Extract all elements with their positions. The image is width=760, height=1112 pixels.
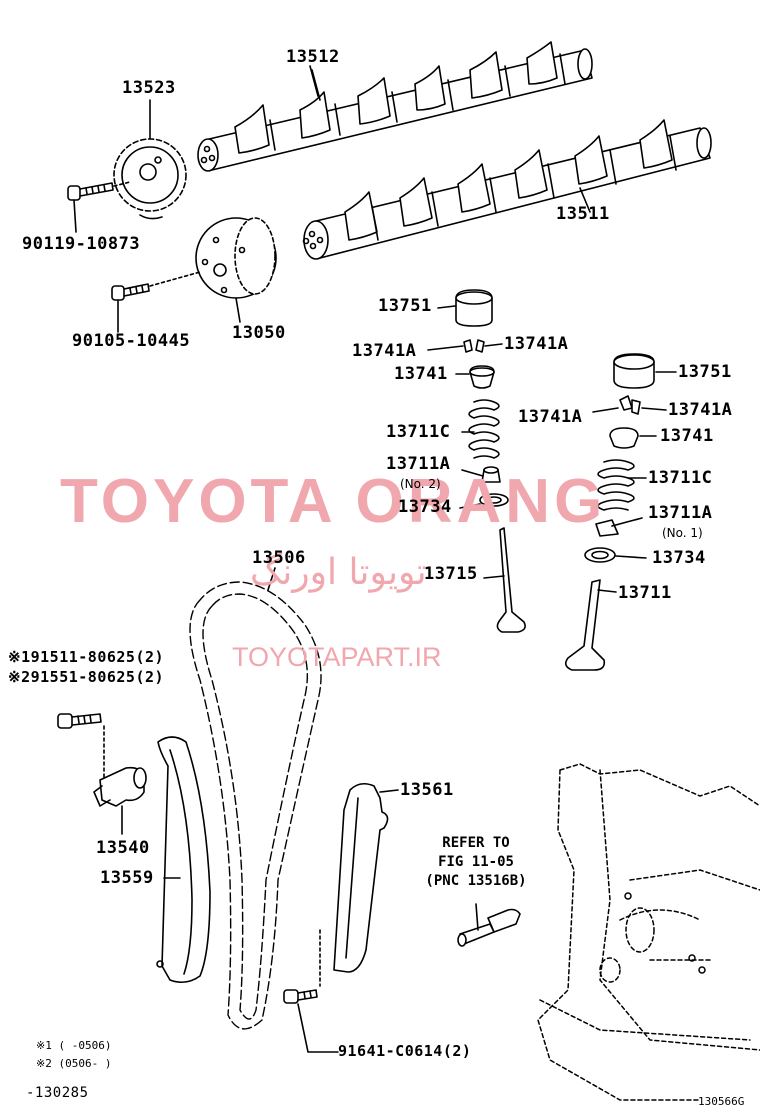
- camshaft-13511: [302, 119, 712, 260]
- label-91551-80625: ※291551-80625(2): [8, 668, 165, 686]
- watermark-persian: تویوتا اورنگ: [250, 552, 427, 593]
- engine-block: [537, 763, 760, 1101]
- label-13741A-right-1: 13741A: [518, 407, 583, 427]
- label-13741A-right-2: 13741A: [668, 400, 733, 420]
- bolt-91511: [57, 713, 102, 729]
- valve-group-right: [564, 353, 655, 671]
- label-13512: 13512: [286, 47, 340, 67]
- label-13734-right: 13734: [652, 548, 706, 568]
- note-1: ※1 ( -0506): [36, 1039, 112, 1052]
- refer-line-1: REFER TO: [442, 835, 510, 851]
- valve-group-left: [455, 289, 526, 633]
- vvt-gear-13050: [195, 217, 277, 299]
- label-13050: 13050: [232, 323, 286, 343]
- chain-guide-13561: [333, 782, 389, 973]
- label-no1: (No. 1): [662, 526, 703, 540]
- label-13751-right: 13751: [678, 362, 732, 382]
- label-13711C-left: 13711C: [386, 422, 451, 442]
- label-91511-80625: ※191511-80625(2): [8, 648, 165, 666]
- label-13711A-right: 13711A: [648, 503, 713, 523]
- label-13741A-left-1: 13741A: [352, 341, 417, 361]
- label-90105-10445: 90105-10445: [72, 331, 191, 351]
- chain-slipper-13559: [156, 736, 211, 984]
- label-13711C-right: 13711C: [648, 468, 713, 488]
- refer-line-3: (PNC 13516B): [425, 873, 527, 889]
- tensioner-13540: [93, 725, 147, 807]
- label-13559: 13559: [100, 868, 154, 888]
- label-13540: 13540: [96, 838, 150, 858]
- label-13711: 13711: [618, 583, 672, 603]
- refer-line-2: FIG 11-05: [438, 854, 514, 870]
- label-13511: 13511: [556, 204, 610, 224]
- watermark-brand: TOYOTA ORANG: [60, 467, 607, 536]
- refer-note: REFER TO FIG 11-05 (PNC 13516B): [414, 834, 538, 891]
- watermark-site: TOYOTAPART.IR: [232, 642, 442, 672]
- label-13711A-left: 13711A: [386, 454, 451, 474]
- label-13506: 13506: [252, 548, 306, 568]
- oil-jet-13516b: [457, 903, 521, 947]
- note-2: ※2 (0506- ): [36, 1057, 112, 1070]
- label-13715: 13715: [424, 564, 478, 584]
- label-13561: 13561: [400, 780, 454, 800]
- bolt-90119: [67, 181, 131, 233]
- label-90119-10873: 90119-10873: [22, 234, 141, 254]
- label-no2: (No. 2): [400, 477, 441, 491]
- camshaft-13512: [197, 41, 593, 172]
- label-13741A-left-2: 13741A: [504, 334, 569, 354]
- label-13751-left: 13751: [378, 296, 432, 316]
- timing-chain-13506: [189, 581, 322, 1030]
- label-13741-right: 13741: [660, 426, 714, 446]
- label-13523: 13523: [122, 78, 176, 98]
- label-91641-C0614: 91641-C0614(2): [338, 1042, 472, 1060]
- figure-id: 130566G: [698, 1095, 745, 1108]
- label-13734-left: 13734: [398, 497, 452, 517]
- label-13741-left: 13741: [394, 364, 448, 384]
- bolt-90105: [111, 271, 201, 333]
- bolt-91641: [283, 929, 339, 1053]
- diagram-code: -130285: [26, 1085, 89, 1101]
- sprocket-13523: [113, 138, 187, 220]
